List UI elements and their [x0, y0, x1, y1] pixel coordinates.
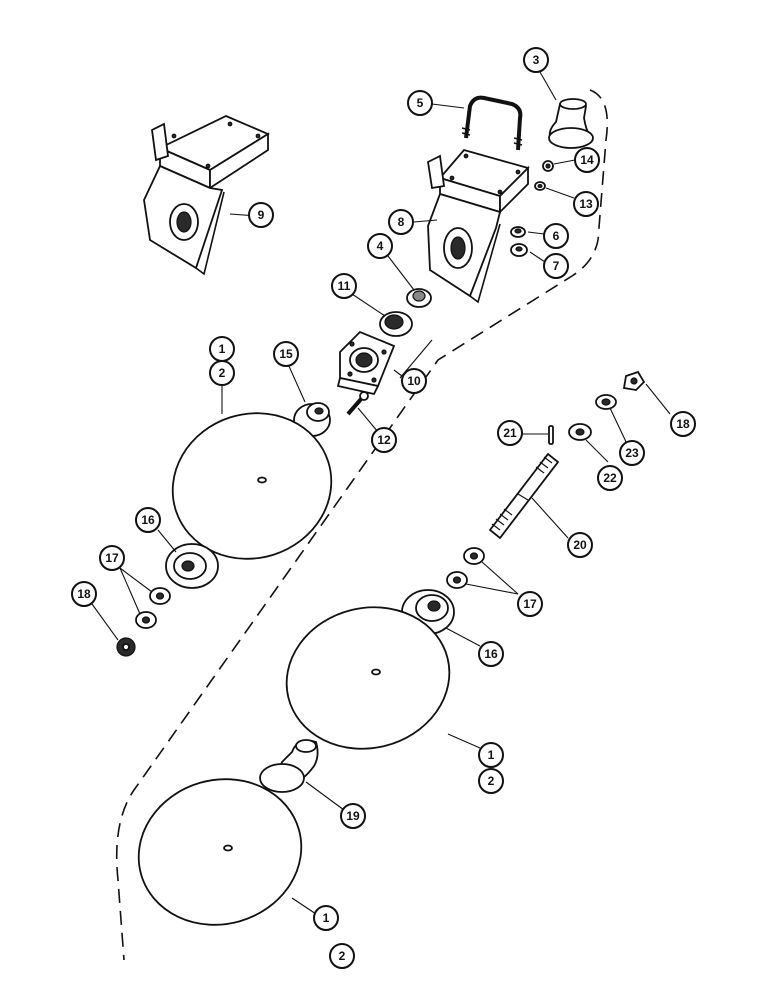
- callout-12: 12: [371, 427, 397, 453]
- callout-22: 22: [597, 465, 623, 491]
- bracket-part-9: [143, 115, 270, 276]
- bushing-part-4: [406, 288, 432, 308]
- axle-part-20: [488, 452, 560, 540]
- callout-19: 19: [340, 803, 366, 829]
- svg-text:21: 21: [503, 426, 517, 440]
- nut-part-14: [542, 160, 554, 172]
- svg-text:6: 6: [553, 229, 560, 243]
- callout-4: 4: [367, 233, 393, 259]
- leader-lines: [91, 71, 671, 915]
- svg-text:2: 2: [339, 949, 346, 963]
- callout-17-right: 17: [517, 591, 543, 617]
- svg-text:1: 1: [488, 748, 495, 762]
- disc-blade-upper: [171, 412, 333, 560]
- callout-11: 11: [331, 273, 357, 299]
- callout-13: 13: [573, 191, 599, 217]
- svg-text:5: 5: [417, 96, 424, 110]
- svg-text:20: 20: [573, 538, 587, 552]
- washer-part-22: [568, 423, 592, 441]
- assembly-boundary: [115, 89, 609, 961]
- callout-9: 9: [248, 202, 274, 228]
- spool-part-3: [548, 98, 594, 149]
- svg-text:12: 12: [377, 433, 391, 447]
- callout-21: 21: [497, 420, 523, 446]
- svg-text:16: 16: [141, 513, 155, 527]
- svg-text:8: 8: [398, 215, 405, 229]
- callout-2c: 2: [329, 943, 355, 969]
- svg-text:23: 23: [625, 446, 639, 460]
- callout-18-left: 18: [71, 581, 97, 607]
- svg-text:15: 15: [279, 347, 293, 361]
- u-bolt-part-5: [461, 95, 523, 151]
- cotter-pin-part-21: [548, 425, 554, 445]
- svg-text:18: 18: [77, 587, 91, 601]
- svg-text:9: 9: [258, 208, 265, 222]
- svg-text:11: 11: [338, 279, 351, 293]
- callout-2b: 2: [478, 768, 504, 794]
- callout-5: 5: [407, 90, 433, 116]
- callout-2a: 2: [209, 360, 235, 386]
- callout-14: 14: [574, 147, 600, 173]
- callout-10: 10: [401, 368, 427, 394]
- callout-7: 7: [543, 253, 569, 279]
- svg-text:17: 17: [105, 551, 119, 565]
- disc-blade-lower: [137, 778, 303, 926]
- spool-part-15: [293, 402, 331, 437]
- washer-part-17-right-b: [446, 571, 468, 589]
- callout-23: 23: [619, 440, 645, 466]
- callout-6: 6: [543, 223, 569, 249]
- washer-part-17-left-b: [135, 611, 157, 629]
- bolt-part-12: [346, 391, 369, 416]
- spacer-spool-part-19: [259, 739, 319, 793]
- callout-17-left: 17: [99, 545, 125, 571]
- callout-16-left: 16: [135, 507, 161, 533]
- bearing-part-11: [379, 311, 413, 337]
- callout-1b: 1: [478, 742, 504, 768]
- svg-text:16: 16: [484, 647, 498, 661]
- svg-text:22: 22: [603, 471, 617, 485]
- svg-text:7: 7: [553, 259, 560, 273]
- svg-text:3: 3: [533, 53, 540, 67]
- callout-20: 20: [567, 532, 593, 558]
- svg-text:4: 4: [377, 239, 384, 253]
- callout-18-right: 18: [670, 411, 696, 437]
- castle-nut-part-18-left: [116, 637, 136, 657]
- disc-blade-middle: [285, 606, 451, 750]
- svg-text:1: 1: [219, 342, 226, 356]
- callout-8: 8: [388, 209, 414, 235]
- nut-part-7: [510, 243, 528, 257]
- callout-1c: 1: [313, 905, 339, 931]
- callout-1a: 1: [209, 336, 235, 362]
- washer-part-6: [510, 226, 526, 238]
- svg-text:1: 1: [323, 911, 330, 925]
- washer-part-17-right-a: [463, 547, 485, 565]
- svg-text:10: 10: [407, 374, 421, 388]
- callout-15: 15: [273, 341, 299, 367]
- svg-text:13: 13: [579, 197, 593, 211]
- bracket-part-8: [427, 148, 530, 304]
- washer-part-17-left-a: [149, 587, 171, 605]
- spool-part-16-right: [401, 589, 455, 635]
- svg-text:18: 18: [676, 417, 690, 431]
- callout-3: 3: [523, 47, 549, 73]
- washer-part-13: [534, 181, 546, 191]
- flange-housing-part-10: [336, 330, 433, 396]
- callout-16-right: 16: [478, 641, 504, 667]
- svg-text:2: 2: [488, 774, 495, 788]
- svg-text:2: 2: [219, 366, 226, 380]
- svg-text:14: 14: [580, 153, 594, 167]
- castle-nut-part-18-right: [622, 370, 646, 391]
- svg-text:17: 17: [523, 597, 537, 611]
- washer-part-23: [595, 394, 617, 410]
- svg-text:19: 19: [346, 809, 360, 823]
- spool-part-16-left: [165, 543, 219, 589]
